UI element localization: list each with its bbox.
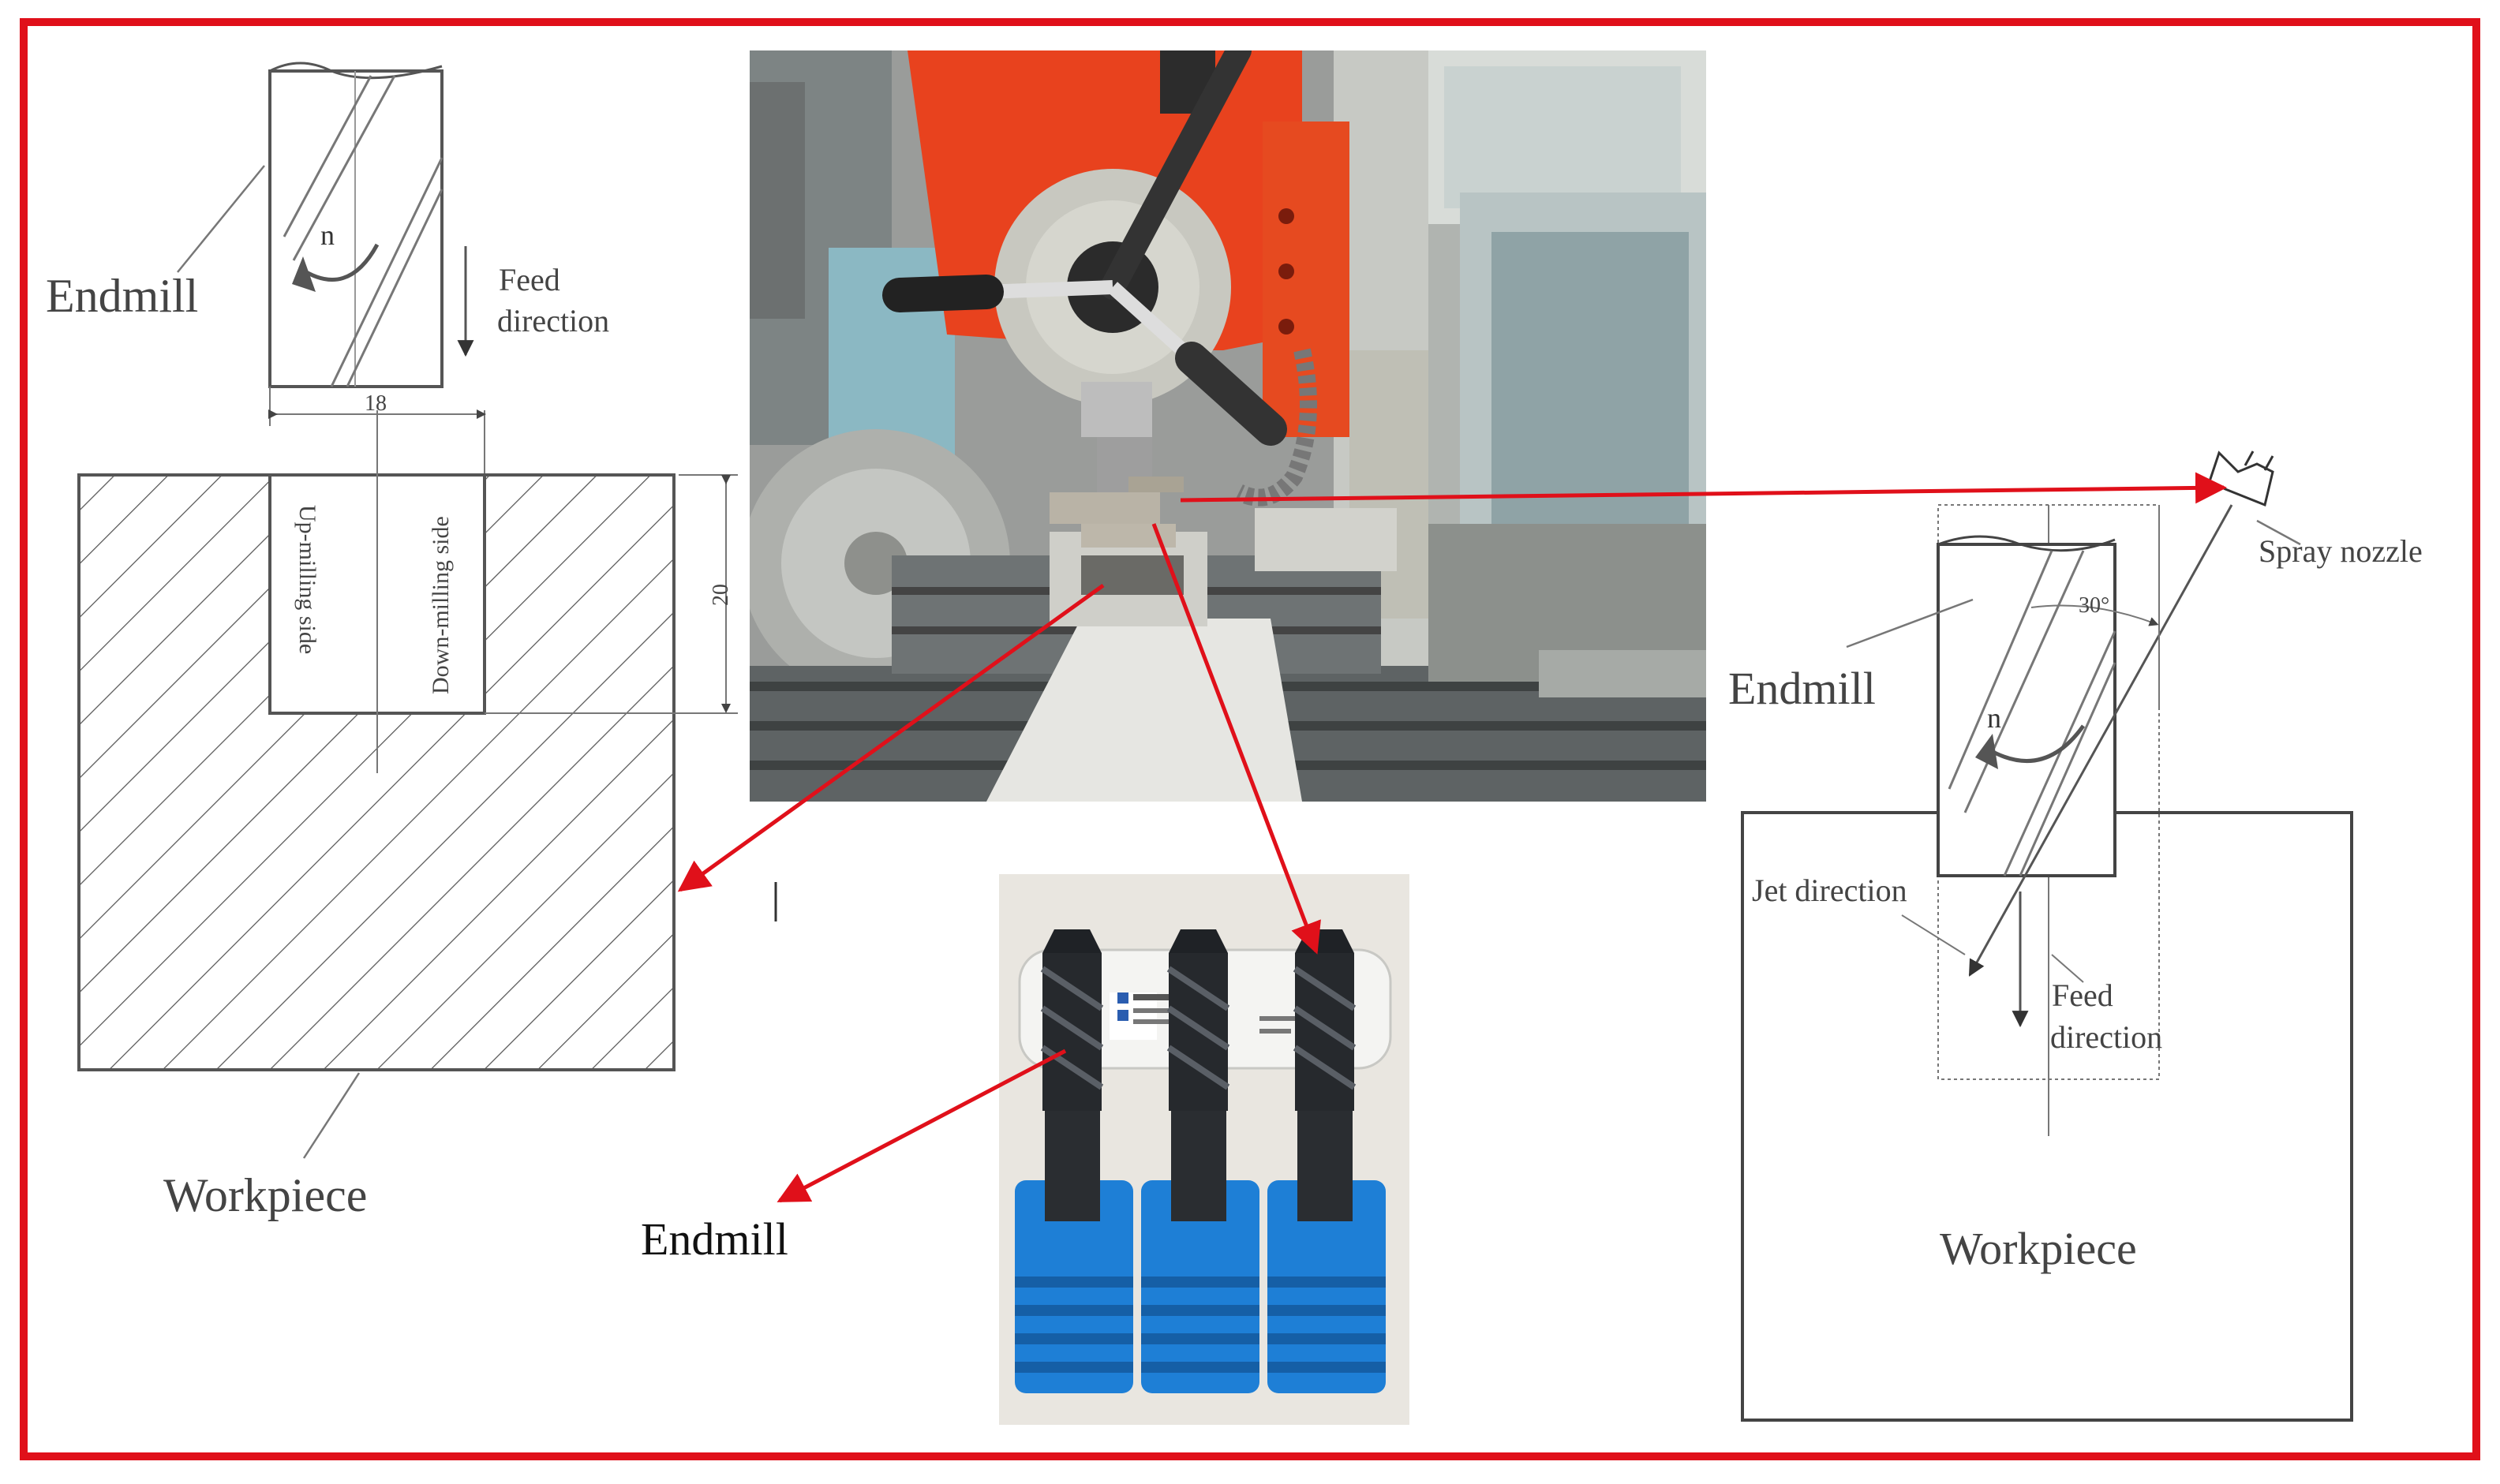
right-workpiece-label: Workpiece (1940, 1223, 2137, 1274)
spray-nozzle-label: Spray nozzle (2259, 533, 2423, 569)
rotation-arrow-icon (298, 243, 380, 282)
depth-dimension: 20 (709, 584, 733, 606)
left-schematic: Endmill n Feed direction 18 20 Up-millin… (46, 62, 738, 1221)
arrow-to-endmill-tools (1151, 523, 1321, 955)
endmill-tool-2 (1166, 929, 1230, 1221)
left-workpiece-label: Workpiece (163, 1169, 367, 1221)
arrow-to-endmill-label (777, 1049, 1067, 1203)
jet-direction-label: Jet direction (1752, 873, 1907, 908)
endmill-tool-3 (1293, 929, 1357, 1221)
spray-nozzle-icon (2208, 450, 2274, 507)
endmill-tools-illustration (999, 874, 1409, 1425)
figure-frame (20, 18, 2480, 1460)
jet-direction-arrow (1968, 504, 2233, 977)
tool-holder-3 (1267, 1180, 1386, 1393)
angle-label: 30° (2079, 593, 2109, 618)
endmill-tool-1 (1040, 929, 1104, 1221)
left-feed-label-line2: direction (497, 303, 609, 338)
up-milling-label: Up-milling side (294, 505, 320, 654)
down-milling-label: Down-milling side (428, 516, 454, 694)
right-rotation-arrow-icon (1987, 724, 2086, 763)
arrow-to-spray-nozzle (1180, 472, 2227, 504)
arrow-to-workpiece (677, 583, 1105, 892)
red-callout-arrows (677, 472, 2227, 1203)
milling-machine-illustration (750, 50, 1706, 802)
width-dimension: 18 (365, 391, 387, 416)
right-endmill-label: Endmill (1728, 663, 1876, 714)
tool-holder-2 (1141, 1180, 1259, 1393)
right-workpiece-block (1741, 811, 2353, 1422)
right-schematic: Spray nozzle 30° Endmill n Jet direction… (1728, 450, 2423, 1422)
left-feed-label-line1: Feed (499, 262, 560, 297)
tool-holder-1 (1015, 1180, 1133, 1393)
right-rotation-label: n (1987, 702, 2001, 734)
right-feed-label-line2: direction (2050, 1019, 2162, 1055)
endmill-tools-photo (999, 874, 1409, 1425)
right-feed-label-line1: Feed (2052, 977, 2113, 1013)
milling-machine-photo (750, 50, 1706, 802)
left-endmill-label: Endmill (46, 270, 198, 322)
left-rotation-label: n (320, 219, 335, 251)
center-endmill-label: Endmill (641, 1213, 788, 1265)
